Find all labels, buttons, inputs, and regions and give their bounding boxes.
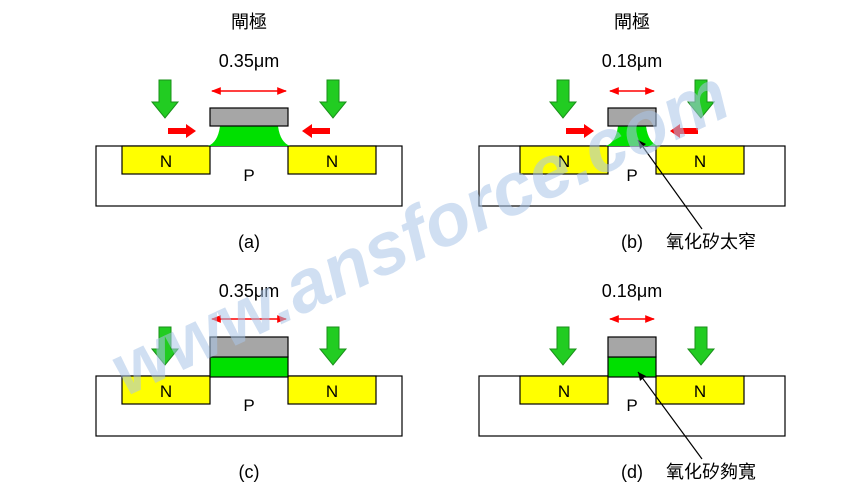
note-pointer-head [638, 140, 646, 149]
n-label-left: N [558, 382, 570, 401]
n-region-right [655, 375, 745, 405]
gate-electrode [209, 107, 289, 127]
down-arrow-icon [686, 79, 716, 119]
gate-electrode [209, 336, 289, 358]
left-arrow-icon [302, 124, 330, 138]
n-label-right: N [326, 382, 338, 401]
gate-width-label: 0.18μm [602, 51, 662, 71]
n-region-right [655, 145, 745, 175]
panel-d: N N P 0.18μm (d) 氧化矽夠寬 [478, 281, 786, 482]
p-label: P [626, 166, 637, 185]
n-label-left: N [160, 152, 172, 171]
note-pointer-line [637, 139, 703, 230]
n-region-left [519, 375, 609, 405]
p-label: P [243, 166, 254, 185]
panel-a: N N P 閘極 0.35μm (a) [95, 12, 403, 252]
n-region-left [121, 375, 211, 405]
down-arrow-icon [318, 326, 348, 366]
p-label: P [243, 396, 254, 415]
gate-width-label: 0.35μm [219, 281, 279, 301]
n-label-right: N [694, 152, 706, 171]
down-arrow-icon [686, 326, 716, 366]
panel-caption: (a) [238, 232, 260, 252]
panel-caption: (d) [621, 462, 643, 482]
gate-electrode [607, 336, 657, 358]
down-arrow-icon [150, 79, 180, 119]
p-label: P [626, 396, 637, 415]
note-label: 氧化矽夠寬 [666, 462, 756, 482]
n-label-left: N [558, 152, 570, 171]
panel-b: N N P 閘極 0.18μm (b) 氧化矽太窄 [478, 12, 786, 252]
gate-electrode [607, 107, 657, 127]
down-arrow-icon [548, 326, 578, 366]
n-label-left: N [160, 382, 172, 401]
n-region-left [519, 145, 609, 175]
gate-label: 閘極 [231, 12, 267, 32]
gate-oxide [607, 356, 657, 378]
n-label-right: N [694, 382, 706, 401]
down-arrow-icon [150, 326, 180, 366]
gate-oxide [208, 126, 290, 146]
down-arrow-icon [548, 79, 578, 119]
note-label: 氧化矽太窄 [666, 232, 756, 252]
note-pointer-line [637, 371, 703, 460]
panel-c: N N P 0.35μm (c) [95, 281, 403, 482]
down-arrow-icon [318, 79, 348, 119]
gate-width-label: 0.35μm [219, 51, 279, 71]
n-region-left [121, 145, 211, 175]
n-region-right [287, 375, 377, 405]
n-region-right [287, 145, 377, 175]
gate-label: 閘極 [614, 12, 650, 32]
note-pointer-head [638, 372, 646, 381]
right-arrow-icon [168, 124, 196, 138]
gate-width-label: 0.18μm [602, 281, 662, 301]
left-arrow-icon [670, 124, 698, 138]
panel-caption: (b) [621, 232, 643, 252]
gate-oxide [606, 126, 658, 146]
right-arrow-icon [566, 124, 594, 138]
panel-caption: (c) [239, 462, 260, 482]
n-label-right: N [326, 152, 338, 171]
